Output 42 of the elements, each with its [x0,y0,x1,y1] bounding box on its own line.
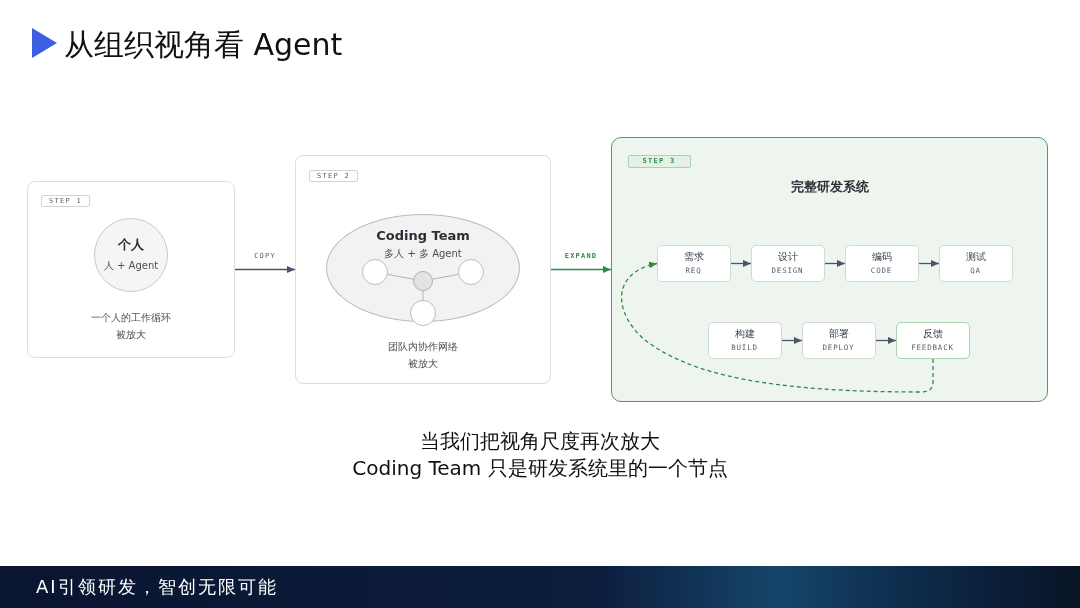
arrow [730,260,752,267]
caption-text: Coding Team 只是研发系统里的一个节点 [352,455,728,481]
stage-name: 部署 [828,327,849,340]
stage-box [707,321,782,359]
arrow [781,337,803,344]
page-title: 从组织视角看 Agent [64,26,343,64]
stage-name: 反馈 [922,327,943,340]
member-circle [458,259,484,285]
stage-name: 构建 [734,327,755,340]
arrow [875,337,897,344]
slogan-text: AI引领研发，智创无限可能 [36,575,278,599]
arrow [550,266,612,273]
stage-box [656,244,731,282]
connector-line [422,290,424,301]
stage-box [844,244,919,282]
arrow [234,266,296,273]
ellipse-subtitle: 多人 + 多 Agent [384,247,462,261]
step-panel [27,181,235,358]
panel-title: 完整研发系统 [790,178,869,195]
stage-box [750,244,825,282]
panel-caption: 团队内协作网络被放大 [387,339,459,371]
circle-subtitle: 人 + Agent [103,259,159,273]
connector-line [387,273,414,280]
arrow [824,260,846,267]
stage-name: 测试 [965,250,986,263]
step-panel [295,155,551,384]
stage-name: 设计 [777,250,798,263]
stage-name: 编码 [871,250,892,263]
panel-caption: 一个人的工作循环被放大 [90,310,172,342]
stage-box [801,321,876,359]
stage-box [938,244,1013,282]
caption-text: 当我们把视角尺度再次放大 [420,428,660,454]
ellipse-title: Coding Team [376,227,470,245]
circle-title: 个人 [118,236,144,254]
stage-name: 需求 [683,250,704,263]
member-circle [362,259,388,285]
arrow [918,260,940,267]
feedback-arrow [621,262,934,393]
stage-box [895,321,970,359]
hub-circle [413,271,433,291]
system-panel [611,137,1048,402]
connector-line [432,273,459,280]
